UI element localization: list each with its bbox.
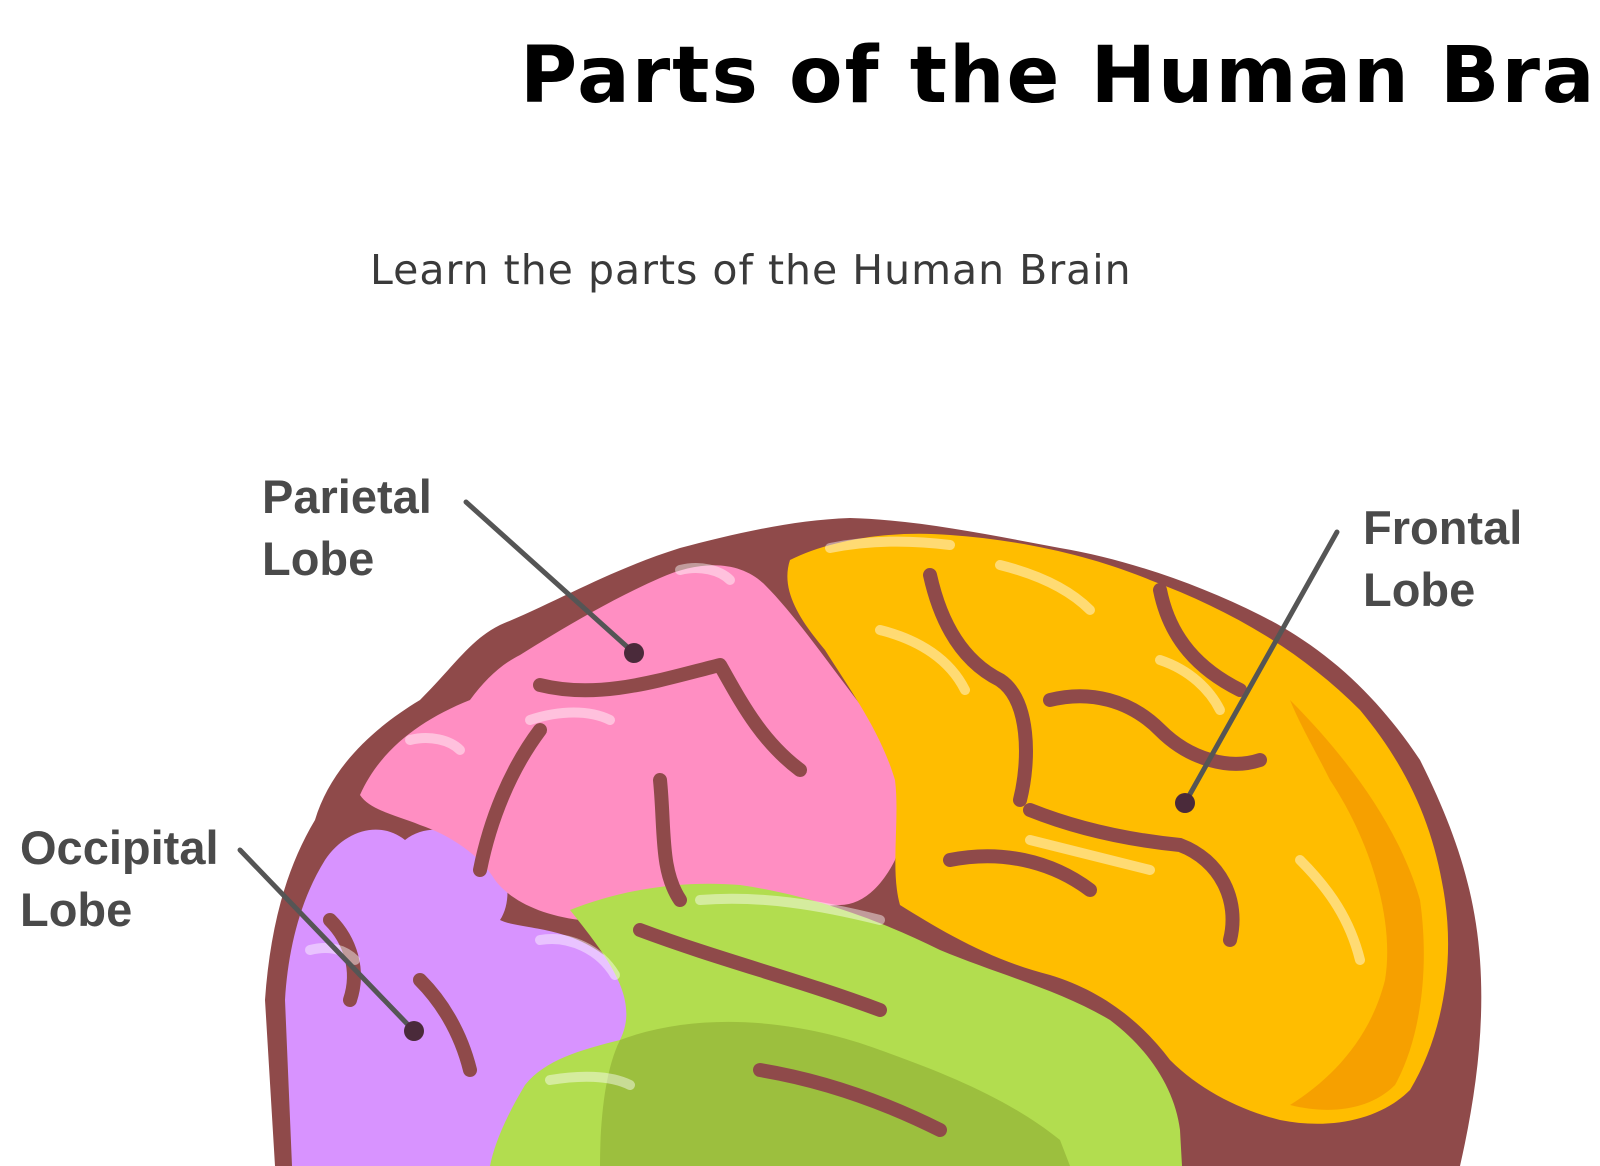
occipital-lobe-label: Occipital Lobe xyxy=(20,817,219,941)
occipital-marker-dot xyxy=(404,1021,424,1041)
occipital-label-line1: Occipital xyxy=(20,821,219,874)
frontal-leader-line xyxy=(1182,529,1340,806)
parietal-lobe-label: Parietal Lobe xyxy=(262,466,432,590)
frontal-label-line1: Frontal xyxy=(1363,501,1523,554)
page-title: Parts of the Human Brain xyxy=(520,31,1600,121)
frontal-lobe-label: Frontal Lobe xyxy=(1363,497,1522,621)
frontal-label-line2: Lobe xyxy=(1363,563,1476,616)
brain-folds xyxy=(323,568,1267,1137)
marker-dots xyxy=(404,643,1195,1041)
occipital-leader-line xyxy=(237,847,417,1034)
parietal-marker-dot xyxy=(624,643,644,663)
frontal-marker-dot xyxy=(1175,793,1195,813)
occipital-label-line2: Lobe xyxy=(20,883,133,936)
page-subtitle: Learn the parts of the Human Brain xyxy=(370,246,1132,294)
brain-highlights xyxy=(305,536,1365,1090)
parietal-label-line2: Lobe xyxy=(262,532,375,585)
leader-lines xyxy=(237,499,1340,1034)
frontal-lobe-shading xyxy=(1290,700,1424,1110)
parietal-label-line1: Parietal xyxy=(262,470,432,523)
parietal-leader-line xyxy=(463,499,637,656)
